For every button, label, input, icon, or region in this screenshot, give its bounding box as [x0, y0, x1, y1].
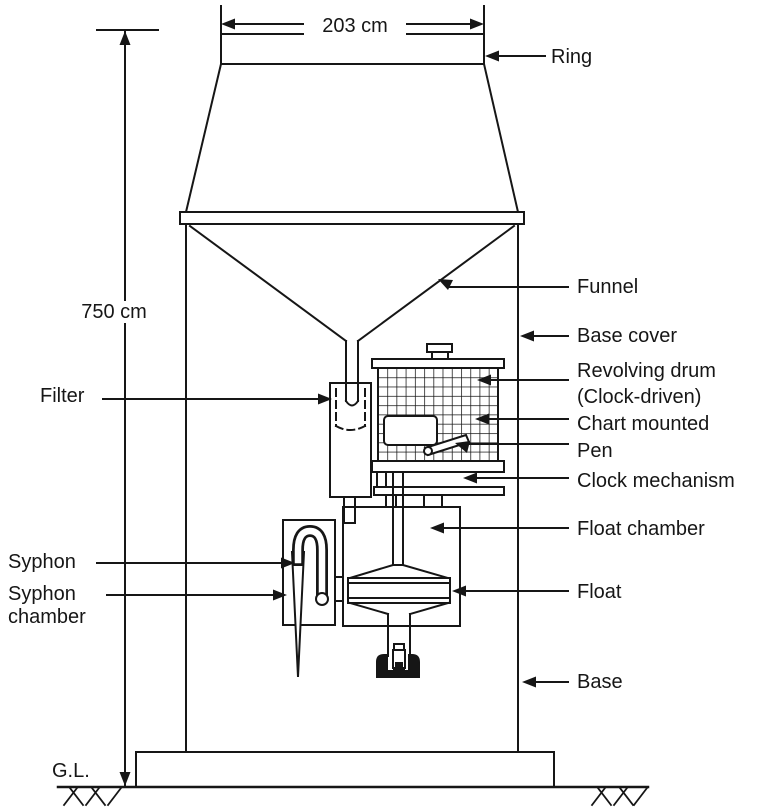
float-shape — [347, 564, 451, 678]
label-clock-mechanism: Clock mechanism — [577, 470, 735, 492]
label-clock-driven: (Clock-driven) — [577, 386, 702, 408]
label-syphon-chamber-line1: Syphon — [8, 583, 76, 605]
ring-shape — [220, 33, 485, 65]
clock-mechanism-shape — [371, 460, 505, 566]
base-foundation-shape — [135, 751, 555, 788]
label-pen: Pen — [577, 440, 613, 462]
base-cover-shape — [179, 62, 525, 225]
filter-shape — [329, 382, 372, 524]
body-walls — [185, 223, 519, 753]
chart-shape — [383, 415, 438, 446]
dimension-height — [96, 29, 159, 787]
label-chart-mounted: Chart mounted — [577, 413, 710, 435]
label-float: Float — [577, 581, 622, 603]
float-chamber-shape — [334, 506, 461, 627]
dimension-height-label: 750 cm — [68, 301, 160, 323]
leader-lines — [96, 50, 569, 688]
label-ground-level: G.L. — [52, 760, 90, 782]
label-filter: Filter — [40, 385, 85, 407]
label-syphon-chamber-line2: chamber — [8, 606, 86, 628]
label-funnel: Funnel — [577, 276, 639, 298]
label-revolving-drum: Revolving drum — [577, 360, 716, 382]
syphon-shape — [290, 524, 329, 678]
ground-line — [56, 785, 650, 807]
label-base-cover: Base cover — [577, 325, 678, 347]
label-ring: Ring — [551, 46, 593, 68]
syphon-chamber-shape — [282, 519, 336, 626]
funnel-shape — [188, 224, 516, 407]
label-base: Base — [577, 671, 623, 693]
label-syphon: Syphon — [8, 551, 76, 573]
label-float-chamber: Float chamber — [577, 518, 705, 540]
dimension-top-width-label: 203 cm — [304, 15, 406, 37]
